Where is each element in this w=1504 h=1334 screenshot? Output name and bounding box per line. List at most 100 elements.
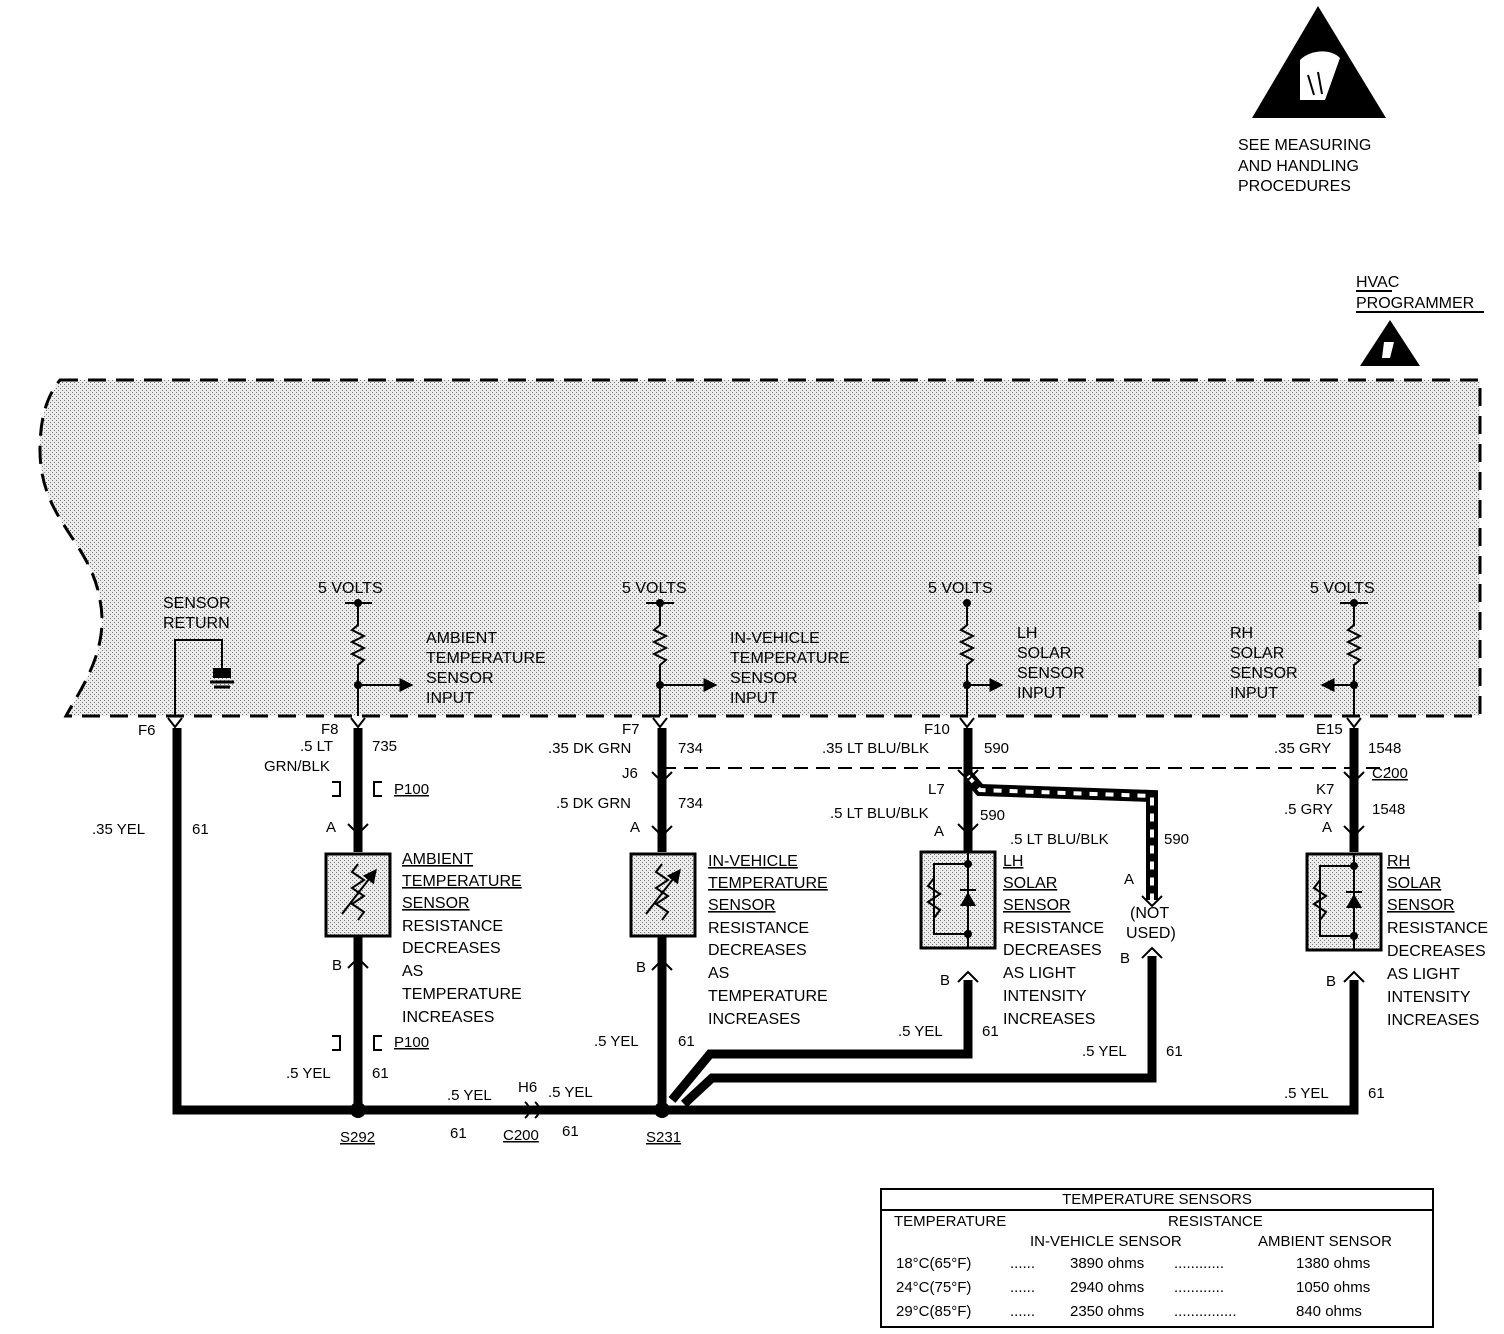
terminal-a: A (934, 823, 944, 840)
svg-text:AMBIENT: AMBIENT (426, 630, 497, 647)
table-header: TEMPERATURE RESISTANCE IN-VEHICLE SENSOR… (882, 1211, 1432, 1251)
svg-text:DECREASES: DECREASES (708, 942, 807, 959)
lh-solar-pullup: 5 VOLTS (928, 580, 1004, 716)
svg-text:RESISTANCE: RESISTANCE (402, 918, 503, 935)
esd-warning-icon (1360, 320, 1420, 366)
terminal-a: A (630, 819, 640, 836)
svg-text:DECREASES: DECREASES (402, 940, 501, 957)
svg-text:INCREASES: INCREASES (402, 1009, 494, 1026)
col-temperature: TEMPERATURE (894, 1213, 1007, 1230)
lh-sensor-label: LH SOLAR SENSOR RESISTANCE DECREASES AS … (1003, 853, 1104, 1028)
svg-text:.35 YEL: .35 YEL (92, 821, 145, 838)
warning-text-1: SEE MEASURING (1238, 137, 1371, 154)
svg-text:.5 DK GRN: .5 DK GRN (556, 795, 631, 812)
svg-text:SENSOR: SENSOR (402, 895, 470, 912)
volts-label: 5 VOLTS (318, 580, 383, 597)
svg-text:LH: LH (1017, 625, 1037, 642)
svg-text:.5 LT BLU/BLK: .5 LT BLU/BLK (1010, 831, 1109, 848)
module-title-1: HVAC (1356, 274, 1399, 291)
svg-text:AS: AS (708, 965, 729, 982)
sensor-return-2: RETURN (163, 615, 230, 632)
svg-text:RESISTANCE: RESISTANCE (1003, 920, 1104, 937)
svg-text:61: 61 (192, 821, 209, 838)
terminal-b: B (636, 959, 646, 976)
svg-text:TEMPERATURE: TEMPERATURE (402, 873, 522, 890)
warning-text-2: AND HANDLING (1238, 158, 1359, 175)
col-resistance: RESISTANCE (1168, 1213, 1263, 1230)
svg-text:SENSOR: SENSOR (1003, 897, 1071, 914)
svg-text:.5 YEL: .5 YEL (898, 1023, 943, 1040)
svg-text:TEMPERATURE: TEMPERATURE (708, 988, 828, 1005)
hvac-programmer-module (38, 378, 1482, 718)
svg-text:SENSOR: SENSOR (708, 897, 776, 914)
rh-input-label: RH SOLAR SENSOR INPUT (1230, 625, 1298, 702)
volts-label: 5 VOLTS (622, 580, 687, 597)
invehicle-sensor (629, 852, 697, 938)
terminal-a: A (1124, 871, 1134, 888)
svg-text:SOLAR: SOLAR (1017, 645, 1071, 662)
svg-text:1548: 1548 (1372, 801, 1405, 818)
col-invehicle: IN-VEHICLE SENSOR (1030, 1233, 1182, 1250)
svg-text:AS LIGHT: AS LIGHT (1003, 965, 1076, 982)
svg-text:K7: K7 (1316, 781, 1334, 798)
wire-labels: .35 YEL 61 .5 LT GRN/BLK 735 .35 DK GRN … (92, 738, 1408, 1142)
svg-text:AS LIGHT: AS LIGHT (1387, 966, 1460, 983)
table-row: 24°C(75°F) ...... 2940 ohms ............… (896, 1279, 1371, 1296)
lh-input-label: LH SOLAR SENSOR INPUT (1017, 625, 1085, 702)
warning-text-3: PROCEDURES (1238, 178, 1351, 195)
svg-text:INPUT: INPUT (1017, 685, 1065, 702)
svg-text:J6: J6 (622, 765, 638, 782)
svg-text:590: 590 (980, 807, 1005, 824)
svg-text:.35 DK GRN: .35 DK GRN (548, 740, 631, 757)
lh-solar-sensor (919, 850, 997, 950)
svg-text:TEMPERATURE: TEMPERATURE (426, 650, 546, 667)
svg-text:.5 YEL: .5 YEL (1082, 1043, 1127, 1060)
svg-text:TEMPERATURE: TEMPERATURE (402, 986, 522, 1003)
ambient-sensor (324, 852, 392, 938)
module-title-2: PROGRAMMER (1356, 295, 1474, 312)
ground-icon (174, 639, 234, 716)
table-row: 18°C(65°F) ...... 3890 ohms ............… (896, 1255, 1371, 1272)
pin-f6: F6 (138, 722, 156, 739)
svg-text:61: 61 (678, 1033, 695, 1050)
svg-text:SENSOR: SENSOR (426, 670, 494, 687)
invehicle-pullup: 5 VOLTS (622, 580, 718, 716)
svg-text:.5 YEL: .5 YEL (594, 1033, 639, 1050)
svg-text:61: 61 (450, 1125, 467, 1142)
module-pins (167, 717, 1362, 729)
terminal-a: A (326, 819, 336, 836)
svg-text:GRN/BLK: GRN/BLK (264, 758, 330, 775)
svg-text:61: 61 (1166, 1043, 1183, 1060)
svg-text:RESISTANCE: RESISTANCE (708, 920, 809, 937)
terminal-b: B (332, 957, 342, 974)
svg-text:590: 590 (984, 740, 1009, 757)
svg-text:L7: L7 (928, 781, 945, 798)
svg-text:IN-VEHICLE: IN-VEHICLE (730, 630, 820, 647)
svg-text:.5 YEL: .5 YEL (286, 1065, 331, 1082)
svg-text:.5 LT BLU/BLK: .5 LT BLU/BLK (830, 805, 929, 822)
svg-text:61: 61 (562, 1123, 579, 1140)
svg-text:AMBIENT: AMBIENT (402, 851, 473, 868)
pin-f10: F10 (924, 721, 950, 738)
svg-text:INCREASES: INCREASES (708, 1011, 800, 1028)
svg-text:.35 GRY: .35 GRY (1274, 740, 1331, 757)
svg-text:AS: AS (402, 963, 423, 980)
s231-splice (654, 1102, 670, 1118)
svg-text:735: 735 (372, 738, 397, 755)
inline-connectors (347, 769, 1365, 1119)
p100-label: P100 (394, 781, 429, 798)
table-title: TEMPERATURE SENSORS (882, 1190, 1432, 1211)
volts-label: 5 VOLTS (928, 580, 993, 597)
terminal-b: B (1120, 950, 1130, 967)
svg-text:SOLAR: SOLAR (1230, 645, 1284, 662)
svg-text:INPUT: INPUT (730, 690, 778, 707)
svg-text:SENSOR: SENSOR (1230, 665, 1298, 682)
svg-text:SOLAR: SOLAR (1003, 875, 1057, 892)
pin-e15: E15 (1316, 721, 1343, 738)
svg-text:LH: LH (1003, 853, 1023, 870)
wires (172, 728, 1359, 1115)
svg-text:C200: C200 (1372, 765, 1408, 782)
c200-label: C200 (503, 1127, 539, 1144)
svg-text:TEMPERATURE: TEMPERATURE (708, 875, 828, 892)
